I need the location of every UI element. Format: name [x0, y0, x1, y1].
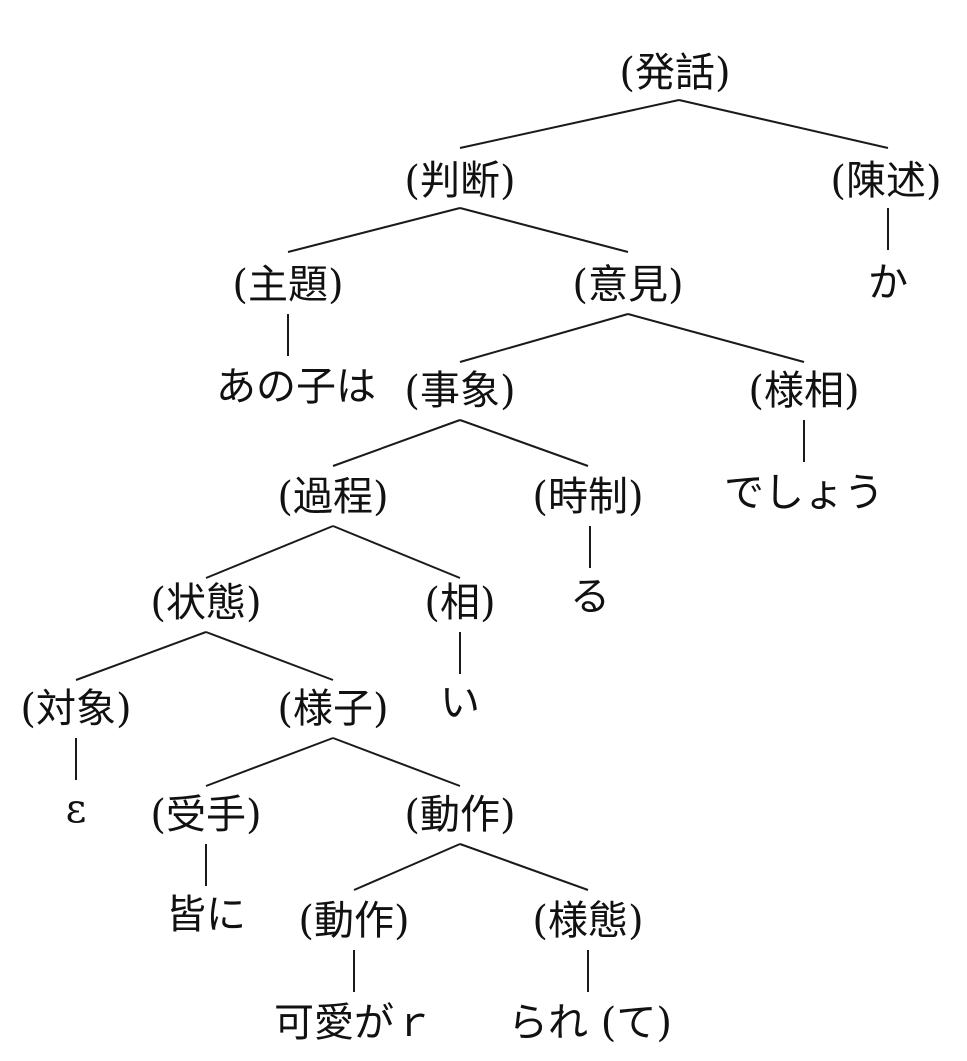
edge-n7-n10 [332, 525, 461, 579]
node-event: (事象) [404, 368, 515, 414]
leaf-i: い [440, 680, 480, 726]
edge-n4-n6 [627, 313, 805, 363]
edge-n12-n14 [332, 737, 461, 787]
edge-n14-n15 [353, 843, 461, 891]
leaf-kawaigar: 可愛がｒ [274, 1000, 434, 1046]
node-action: (動作) [404, 792, 515, 838]
node-opinion: (意見) [572, 262, 683, 308]
edge-n14-n16 [459, 843, 589, 891]
leaf-anokowa: あの子は [216, 364, 376, 410]
node-manner: (様子) [277, 686, 388, 732]
node-aspect: (相) [424, 580, 495, 626]
edge-n7-n9 [205, 525, 334, 579]
node-utterance: (発話) [619, 50, 730, 96]
edge-n4-n5 [459, 313, 629, 363]
node-object: (対象) [20, 686, 131, 732]
node-recipient: (受手) [150, 792, 261, 838]
edge-root-n1 [459, 99, 680, 149]
node-action-sub: (動作) [298, 898, 409, 944]
node-tense: (時制) [532, 474, 643, 520]
edge-n1-n4 [459, 207, 629, 253]
edge-n5-n8 [459, 419, 589, 467]
leaf-ka: か [868, 260, 908, 306]
node-judgment: (判断) [404, 158, 515, 204]
node-topic: (主題) [232, 262, 343, 308]
node-process: (過程) [277, 474, 388, 520]
edge-n12-n13 [205, 737, 334, 787]
edge-n1-n3 [287, 207, 461, 253]
edge-root-n2 [678, 99, 889, 149]
leaf-epsilon: ε [66, 786, 87, 832]
leaf-ru: る [570, 574, 610, 620]
tree-leaves: か あの子は でしょう る い ε 皆に 可愛がｒ られ (て) [66, 260, 908, 1046]
edge-n9-n11 [75, 631, 207, 681]
node-statement: (陳述) [830, 158, 941, 204]
edge-n9-n12 [205, 631, 334, 681]
leaf-desyou: でしょう [724, 470, 884, 516]
leaf-minani: 皆に [166, 892, 246, 938]
tree-edges [75, 99, 889, 992]
node-mode: (様態) [532, 898, 643, 944]
leaf-rarete: られ (て) [508, 1000, 672, 1046]
edge-n5-n7 [332, 419, 461, 467]
tree-nodes: (発話) (判断) (陳述) (主題) (意見) (事象) (様相) (過程) … [20, 50, 941, 944]
node-modality: (様相) [748, 368, 859, 414]
node-state: (状態) [150, 580, 261, 626]
